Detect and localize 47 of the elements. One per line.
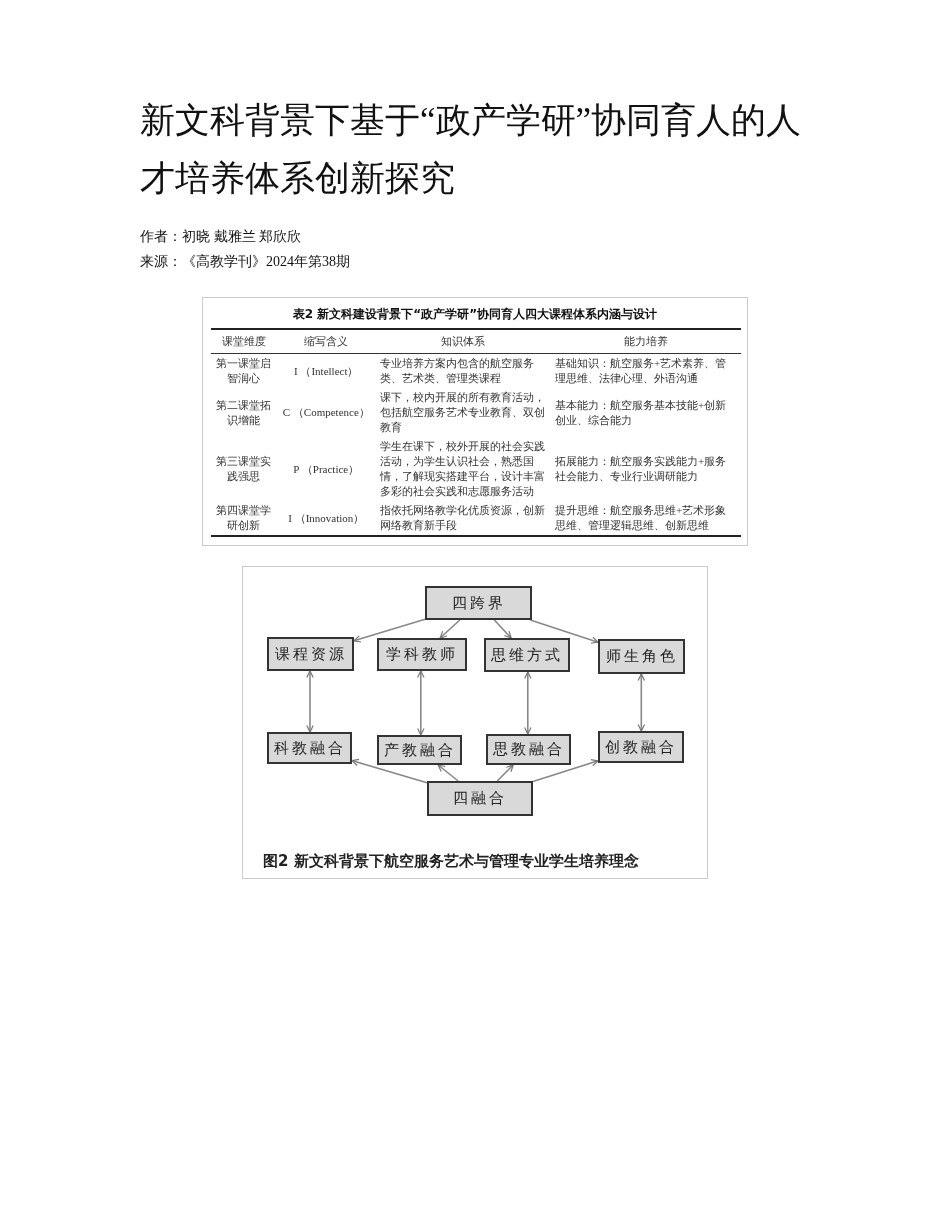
arrow bbox=[529, 619, 599, 644]
figure-caption: 图2 新文科背景下航空服务艺术与管理专业学生培养理念 bbox=[263, 852, 639, 871]
process-box: 思教融合 bbox=[486, 734, 571, 765]
arrow bbox=[524, 671, 532, 735]
process-box: 思维方式 bbox=[484, 638, 570, 672]
table-cell-text: 基本能力：航空服务基本技能+创新创业、综合能力 bbox=[553, 397, 728, 428]
table-cell: 基础知识：航空服务+艺术素养、管理思维、法律心理、外语沟通 bbox=[550, 353, 741, 388]
table-cell: I （Intellect） bbox=[276, 353, 376, 388]
table-cell: 第一课堂启智润心 bbox=[211, 353, 277, 388]
arrow bbox=[496, 764, 514, 782]
table-cell-text: P （Practice） bbox=[292, 461, 361, 477]
arrow bbox=[351, 758, 428, 784]
process-box: 创教融合 bbox=[598, 731, 684, 763]
table-cell: 指依托网络教学化优质资源，创新网络教育新手段 bbox=[375, 501, 551, 536]
arrow bbox=[532, 759, 599, 783]
process-box: 产教融合 bbox=[377, 735, 462, 765]
table-cell-text: 第二课堂拓识增能 bbox=[215, 397, 273, 428]
arrow bbox=[437, 764, 459, 782]
table-cell: 课堂维度 bbox=[211, 329, 277, 354]
page-title: 新文科背景下基于“政产学研”协同育人的人才培养体系创新探究 bbox=[140, 100, 803, 200]
process-box: 课程资源 bbox=[267, 637, 354, 671]
arrow bbox=[353, 618, 426, 643]
process-box: 学科教师 bbox=[377, 638, 467, 671]
process-box: 四跨界 bbox=[425, 586, 532, 620]
table-cell-text: C （Competence） bbox=[281, 405, 371, 420]
table-title: 表2 新文科建设背景下“政产学研”协同育人四大课程体系内涵与设计 bbox=[291, 306, 659, 323]
table-cell: 第四课堂学研创新 bbox=[211, 501, 277, 536]
process-box: 师生角色 bbox=[598, 639, 685, 674]
table-cell: 专业培养方案内包含的航空服务类、艺术类、管理类课程 bbox=[375, 353, 551, 388]
table-cell-text: 第三课堂实践强思 bbox=[215, 454, 273, 484]
process-box: 科教融合 bbox=[267, 732, 352, 764]
arrow bbox=[493, 619, 512, 639]
table-cell-text: 学生在课下，校外开展的社会实践活动，为学生认识社会，熟悉国情，了解现实搭建平台，设计丰富多彩的社会实践和志愿服务活动 bbox=[378, 439, 546, 499]
table-cell-text: 拓展能力：航空服务实践能力+服务社会能力、专业行业调研能力 bbox=[553, 454, 728, 484]
table-cell: 提升思维：航空服务思维+艺术形象思维、管理逻辑思维、创新思维 bbox=[550, 501, 741, 536]
arrow bbox=[306, 670, 314, 733]
table-cell: I （Innovation） bbox=[276, 501, 376, 536]
byline: 作者：初晓 戴雅兰 郑欣欣 bbox=[140, 228, 301, 246]
byline: 来源：《高教学刊》2024年第38期 bbox=[140, 253, 350, 271]
process-box: 四融合 bbox=[427, 781, 533, 816]
arrow bbox=[417, 670, 425, 736]
table-cell-text: 课下，校内开展的所有教育活动，包括航空服务艺术专业教育、双创教育 bbox=[378, 390, 546, 435]
table-cell: 缩写含义 bbox=[276, 329, 376, 354]
table-cell: 知识体系 bbox=[375, 329, 551, 354]
arrow bbox=[439, 619, 461, 639]
arrow bbox=[637, 673, 646, 732]
table-cell: 能力培养 bbox=[550, 329, 741, 354]
